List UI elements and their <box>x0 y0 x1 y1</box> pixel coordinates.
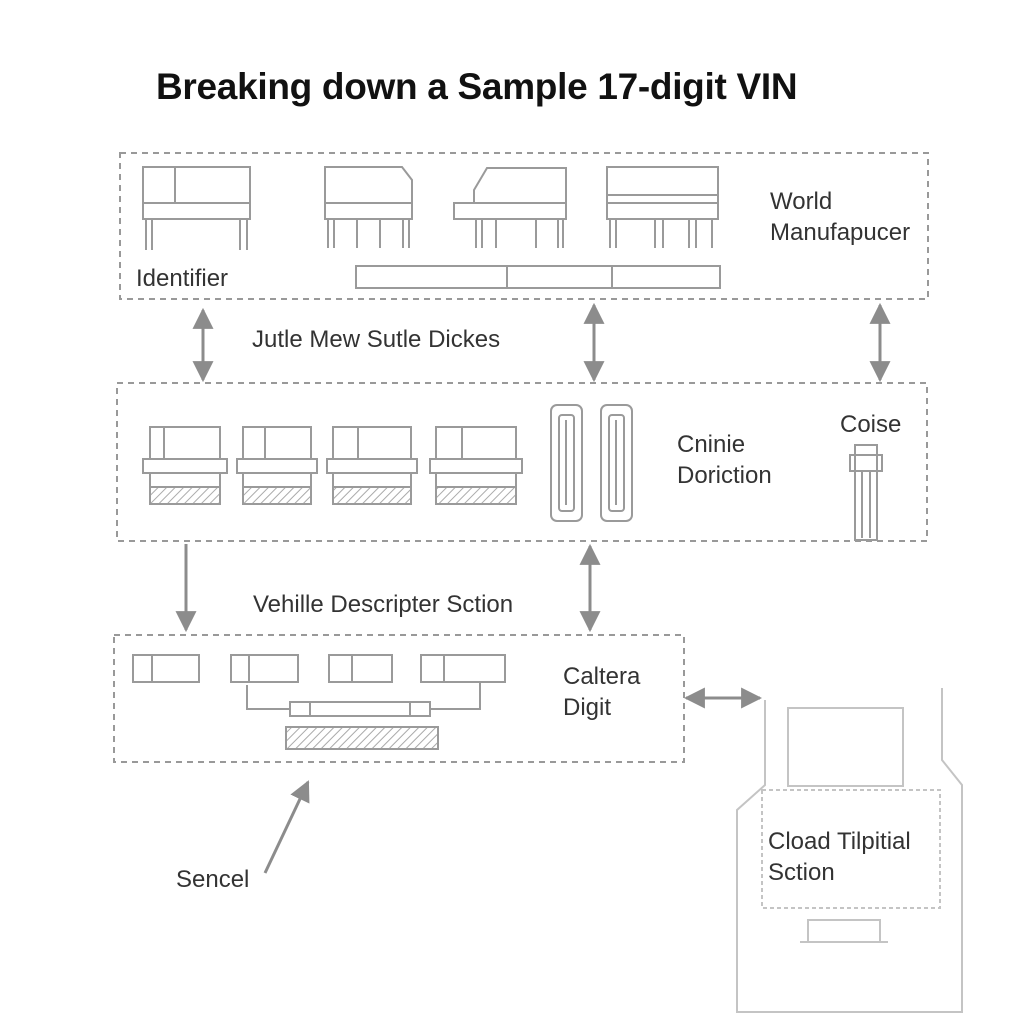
wmi-base-bar <box>355 265 721 289</box>
coise-label: Coise <box>840 411 902 438</box>
wmi-label-line2: Manufapucer <box>770 219 911 246</box>
vds-module-3 <box>326 426 418 505</box>
check-digit-block-3 <box>328 654 393 683</box>
check-digit-block-1 <box>132 654 200 683</box>
identifier-label: Identifier <box>136 265 229 292</box>
wmi-block-4 <box>606 166 719 248</box>
check-digit-hatched-bar <box>285 726 439 750</box>
mid-caption: Jutle Mew Sutle Dickes <box>252 326 501 353</box>
wmi-block-3 <box>453 167 567 248</box>
check-digit-label: Caltera Digit <box>563 661 640 723</box>
check-digit-section-box <box>113 634 685 763</box>
wmi-label: World Manufapucer <box>770 186 910 248</box>
check-digit-block-2 <box>230 654 299 683</box>
sencel-label: Sencel <box>176 866 250 893</box>
vds-label-line2: Doriction <box>677 462 772 489</box>
arrow-sencel-pointer <box>263 780 310 874</box>
vis-label: Cload Tilpitial Sction <box>768 826 911 888</box>
wmi-label-line1: World <box>770 188 833 215</box>
wmi-block-2 <box>324 166 413 248</box>
vds-module-4 <box>429 426 523 505</box>
wmi-block-1 <box>142 166 251 250</box>
vds-side-component <box>849 444 883 541</box>
vds-module-1 <box>142 426 228 505</box>
diagram-title: Breaking down a Sample 17-digit VIN <box>156 66 798 107</box>
lower-caption: Vehille Descripter Sction <box>253 591 514 618</box>
vds-vertical-unit-1 <box>550 404 583 522</box>
vds-vertical-unit-2 <box>600 404 633 522</box>
check-digit-block-4 <box>420 654 506 683</box>
vds-module-2 <box>236 426 318 505</box>
wmi-section-box <box>119 152 929 300</box>
vds-label: Cninie Doriction <box>677 429 772 491</box>
vis-device-outline <box>736 688 963 1013</box>
vis-label-line1: Cload Tilpitial <box>768 828 911 855</box>
vds-label-line1: Cninie <box>677 431 746 458</box>
check-digit-label-line2: Digit <box>563 694 612 721</box>
vis-label-line2: Sction <box>768 859 835 886</box>
check-digit-connector <box>246 683 481 717</box>
check-digit-label-line1: Caltera <box>563 663 641 690</box>
